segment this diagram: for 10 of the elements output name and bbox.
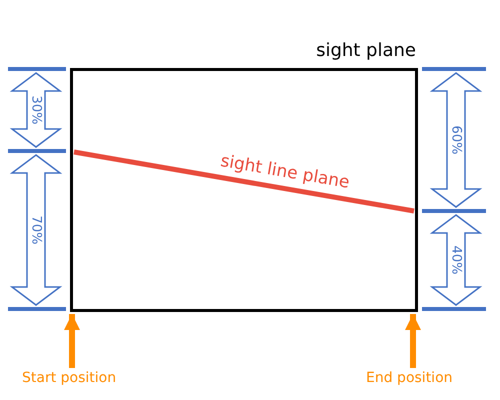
- arrow: [64, 314, 80, 368]
- percentage-label: 70%: [28, 216, 44, 244]
- position-label: End position: [366, 370, 453, 386]
- line-label: sight line plane: [219, 151, 351, 193]
- plane-title: sight plane: [316, 40, 416, 61]
- position-label: Start position: [22, 370, 116, 386]
- percentage-label: 40%: [448, 246, 464, 274]
- arrow: [405, 314, 421, 368]
- percentage-label: 30%: [28, 96, 44, 124]
- percentage-label: 60%: [448, 126, 464, 154]
